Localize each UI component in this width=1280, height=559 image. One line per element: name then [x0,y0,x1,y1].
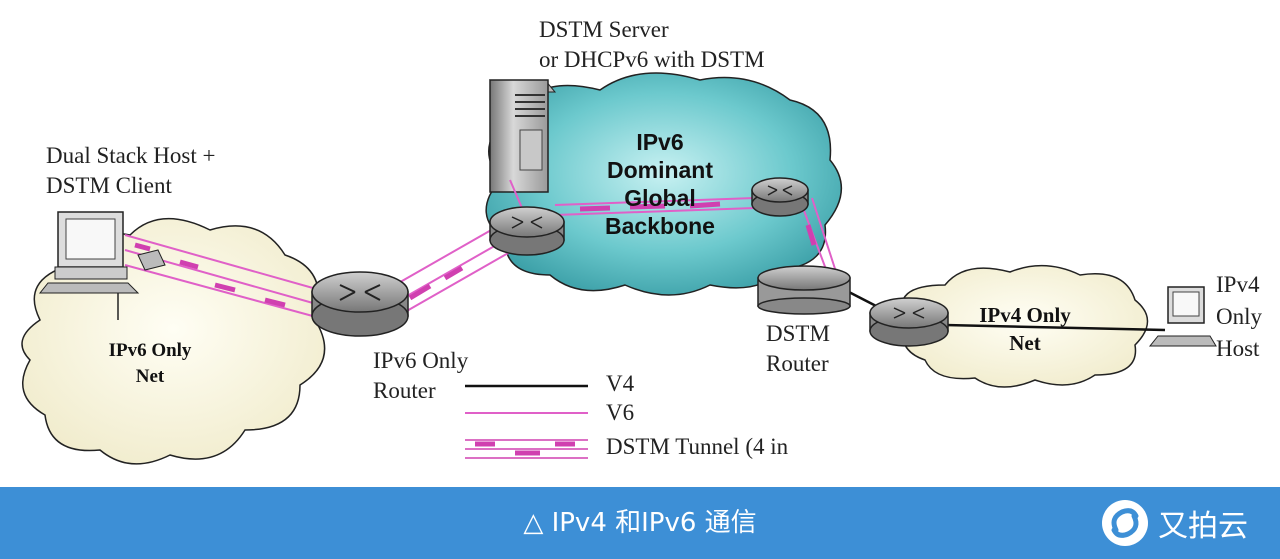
brand-name: 又拍云 [1158,509,1248,544]
host-label-line2: DSTM Client [46,173,172,198]
legend-v6-label: V6 [606,400,635,425]
ipv4-net-label-line1: IPv4 Only [979,303,1071,327]
brand-mark-icon [1102,500,1148,546]
ipv4-host-computer [1148,286,1217,347]
ipv6-only-router-icon [311,271,409,337]
dstm-tunnel-dashes [134,201,817,308]
backbone-label-line4: Backbone [605,213,715,239]
ipv6-net-label-line1: IPv6 Only [108,340,192,361]
backbone-router-right-icon [751,177,809,217]
dual-stack-host-computer [38,211,166,320]
backbone-label-line1: IPv6 [636,129,684,155]
ipv4-host-label-line1: IPv4 [1216,272,1260,297]
caption-text: △ IPv4 和IPv6 通信 [523,508,757,538]
dstm-router-label-line2: Router [766,351,829,376]
server-label-line1: DSTM Server [539,17,669,42]
backbone-label-line2: Dominant [606,157,714,183]
network-diagram [21,72,1217,465]
ipv4-host-label-line2: Only [1216,304,1262,329]
ipv6-router-label-line2: Router [373,378,436,403]
legend-tunnel-lines [465,439,588,459]
ipv4-host-label-line3: Host [1216,336,1260,361]
backbone-router-left-icon [489,206,565,256]
dstm-router-icon [757,265,851,315]
dstm-router-label-line1: DSTM [766,321,830,346]
legend-tunnel-label: DSTM Tunnel (4 in [606,434,789,459]
ipv6-only-net-cloud [21,218,326,465]
ipv6-backbone-cloud [485,72,843,296]
dstm-server-icon [488,79,557,193]
ipv6-router-label-line1: IPv6 Only [373,348,469,373]
v4-links [844,288,1166,332]
backbone-label-line3: Global [624,185,696,211]
ipv6-net-label-line2: Net [135,366,165,387]
caption-bar: △ IPv4 和IPv6 通信 又拍云 [0,487,1280,559]
brand-logo: 又拍云 [1102,497,1248,549]
server-label-line2: or DHCPv6 with DSTM [539,47,765,72]
ipv4-net-router-icon [869,297,949,347]
host-label-line1: Dual Stack Host + [46,143,216,168]
ipv4-net-label-line2: Net [1009,331,1041,355]
legend-v4-label: V4 [606,371,635,396]
